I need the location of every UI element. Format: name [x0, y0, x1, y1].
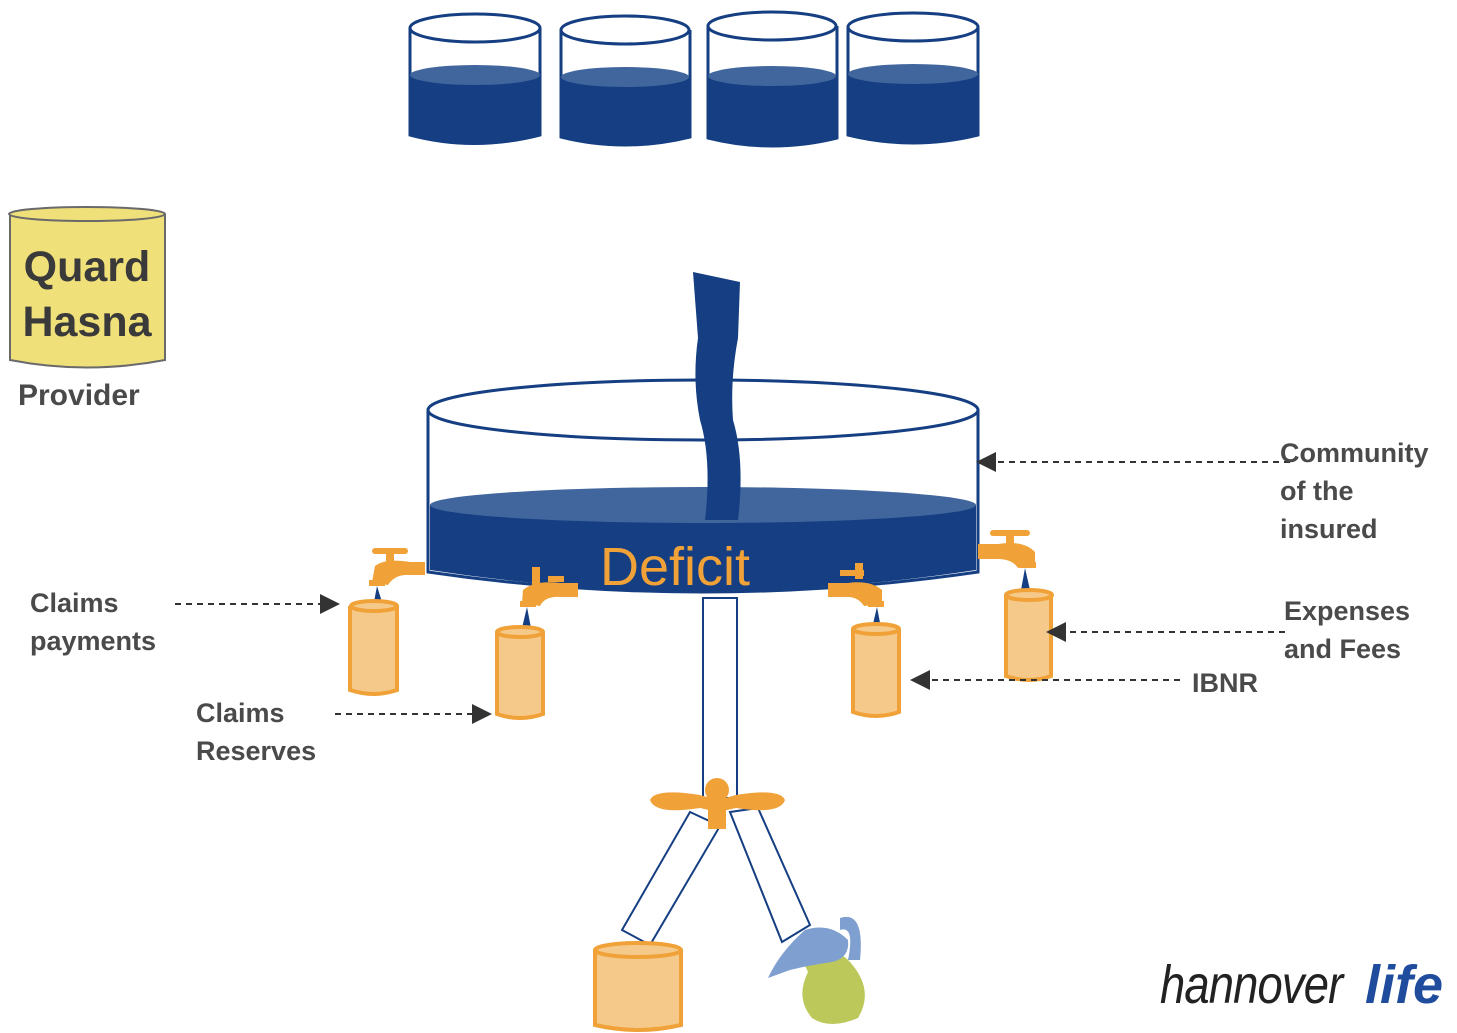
- provider-caption: Provider: [18, 379, 140, 412]
- drip-4: [1021, 568, 1030, 590]
- label-claims-reserves-line-1: Claims: [196, 698, 285, 728]
- top-container-3: [706, 10, 839, 148]
- label-expenses-line-1: Expenses: [1284, 596, 1411, 626]
- label-community-line-3: insured: [1280, 514, 1378, 544]
- provider-name: Quard Hasna: [12, 240, 162, 350]
- provider-name-line-1: Quard: [23, 243, 151, 291]
- cylinder-claims-payments: [348, 599, 399, 696]
- tap-icon-1: [369, 548, 425, 586]
- logo-part-1: hannover: [1160, 955, 1343, 1015]
- label-ibnr: IBNR: [1192, 668, 1258, 698]
- provider-cylinder: [8, 206, 166, 369]
- cylinder-ibnr: [851, 622, 901, 718]
- inflow-stream: [693, 272, 741, 520]
- label-community-line-1: Community: [1280, 438, 1429, 468]
- main-valve-icon: [650, 778, 785, 829]
- logo-part-2: life: [1365, 955, 1444, 1015]
- label-claims-reserves: Claims Reserves: [196, 694, 316, 770]
- drip-2: [522, 607, 531, 628]
- outflow-pipe: [702, 597, 738, 799]
- drip-1: [374, 586, 382, 602]
- cylinder-claims-reserves: [495, 625, 545, 720]
- hannover-life-logo: hannover life: [1160, 950, 1443, 1020]
- label-expenses-line-2: and Fees: [1284, 634, 1402, 664]
- label-community-line-2: of the: [1280, 476, 1354, 506]
- label-claims-payments-line-2: payments: [30, 626, 157, 656]
- cylinder-expenses: [1004, 588, 1054, 682]
- label-claims-reserves-line-2: Reserves: [196, 736, 317, 766]
- split-pipe-left: [620, 810, 722, 947]
- provider-name-line-2: Hasna: [22, 298, 152, 346]
- tap-icon-4: [978, 530, 1036, 568]
- label-claims-payments-line-1: Claims: [30, 588, 119, 618]
- top-container-1: [408, 12, 542, 145]
- bottom-cylinder: [593, 941, 683, 1032]
- jug-icon: [768, 916, 865, 1024]
- top-container-4: [846, 11, 980, 145]
- tap-icon-2: [520, 567, 578, 607]
- top-container-2: [559, 14, 692, 147]
- label-claims-payments: Claims payments: [30, 584, 156, 660]
- label-community: Community of the insured: [1280, 434, 1429, 548]
- split-pipe-right: [728, 806, 812, 944]
- label-expenses: Expenses and Fees: [1284, 592, 1410, 668]
- tap-icon-3: [828, 563, 884, 607]
- deficit-label: Deficit: [600, 537, 751, 597]
